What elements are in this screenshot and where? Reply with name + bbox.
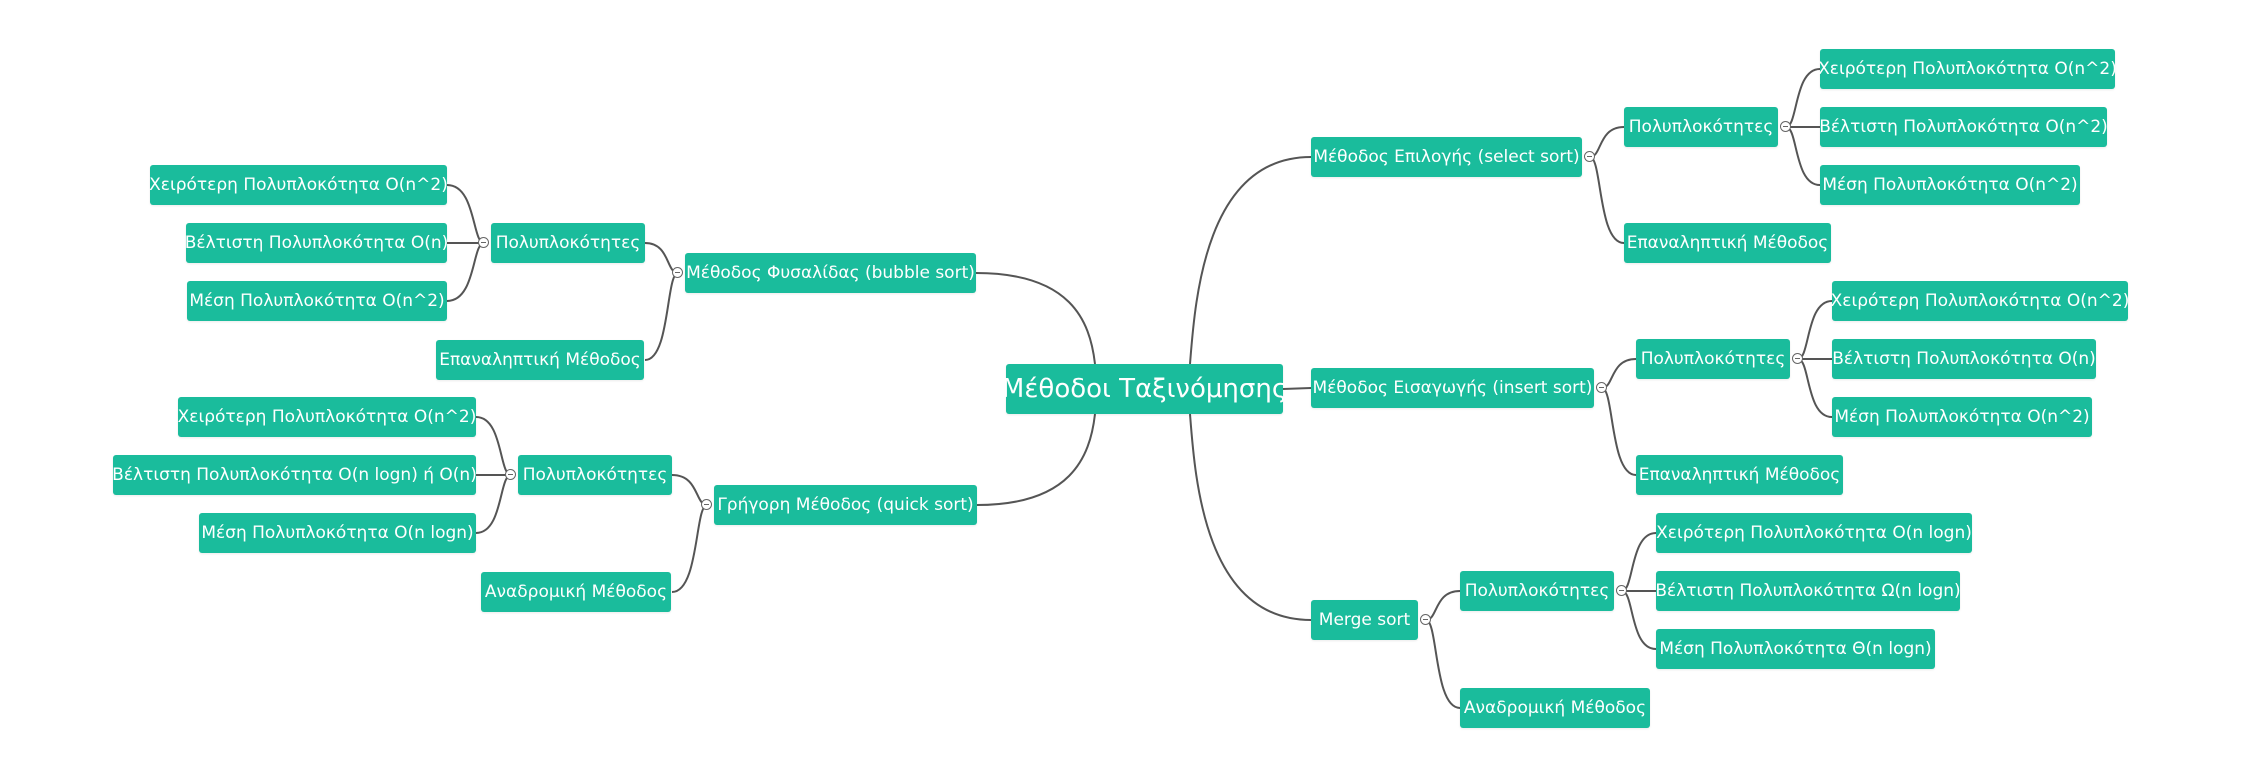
connector-line xyxy=(1601,358,1637,389)
merge-worst-node[interactable]: Χειρότερη Πολυπλοκότητα O(n logn) xyxy=(1656,513,1972,553)
connector-line xyxy=(1189,156,1312,365)
connector-line xyxy=(1601,387,1637,476)
connector-line xyxy=(1282,387,1312,390)
select-best-node[interactable]: Βέλτιστη Πολυπλοκότητα O(n^2) xyxy=(1819,107,2108,147)
insert-worst-node[interactable]: Χειρότερη Πολυπλοκότητα O(n^2) xyxy=(1831,281,2129,321)
insert-method-node[interactable]: Επαναληπτική Μέθοδος xyxy=(1636,455,1843,495)
root-node[interactable]: Μέθοδοι Ταξινόμησης xyxy=(1002,364,1287,414)
collapse-toggle-icon[interactable] xyxy=(1780,121,1791,132)
select-method-node[interactable]: Επαναληπτική Μέθοδος xyxy=(1624,223,1831,263)
connector-line xyxy=(446,184,485,244)
select-complexities-node[interactable]: Πολυπλοκότητες xyxy=(1624,107,1778,147)
connector-line xyxy=(976,413,1096,506)
collapse-toggle-icon[interactable] xyxy=(1584,151,1595,162)
bubble-method-node[interactable]: Επαναληπτική Μέθοδος xyxy=(436,340,644,380)
quick-best-node[interactable]: Βέλτιστη Πολυπλοκότητα O(n logn) ή O(n) xyxy=(112,455,477,495)
bubble-best-node[interactable]: Βέλτιστη Πολυπλοκότητα O(n) xyxy=(185,223,448,263)
connector-line xyxy=(1189,413,1312,621)
merge-avg-node[interactable]: Μέση Πολυπλοκότητα Θ(n logn) xyxy=(1656,629,1935,669)
bubble-avg-node[interactable]: Μέση Πολυπλοκότητα O(n^2) xyxy=(187,281,447,321)
collapse-toggle-icon[interactable] xyxy=(701,499,712,510)
insert-best-node[interactable]: Βέλτιστη Πολυπλοκότητα O(n) xyxy=(1832,339,2096,379)
connector-line xyxy=(1785,126,1821,186)
select-worst-node[interactable]: Χειρότερη Πολυπλοκότητα O(n^2) xyxy=(1818,49,2117,89)
connector-line xyxy=(446,242,485,302)
collapse-toggle-icon[interactable] xyxy=(672,267,683,278)
connector-line xyxy=(1785,68,1821,128)
connector-line xyxy=(975,272,1096,365)
insert-sort-node[interactable]: Μέθοδος Εισαγωγής (insert sort) xyxy=(1311,368,1594,408)
select-sort-node[interactable]: Μέθοδος Επιλογής (select sort) xyxy=(1311,137,1582,177)
collapse-toggle-icon[interactable] xyxy=(1792,353,1803,364)
merge-best-node[interactable]: Βέλτιστη Πολυπλοκότητα Ω(n logn) xyxy=(1655,571,1961,611)
merge-method-node[interactable]: Αναδρομική Μέθοδος xyxy=(1460,688,1650,728)
insert-avg-node[interactable]: Μέση Πολυπλοκότητα O(n^2) xyxy=(1832,397,2092,437)
connector-line xyxy=(1797,358,1833,418)
quick-avg-node[interactable]: Μέση Πολυπλοκότητα O(n logn) xyxy=(199,513,476,553)
bubble-complexities-node[interactable]: Πολυπλοκότητες xyxy=(491,223,645,263)
collapse-toggle-icon[interactable] xyxy=(478,237,489,248)
collapse-toggle-icon[interactable] xyxy=(1420,614,1431,625)
quick-method-node[interactable]: Αναδρομική Μέθοδος xyxy=(481,572,671,612)
connector-line xyxy=(1589,126,1625,158)
insert-complexities-node[interactable]: Πολυπλοκότητες xyxy=(1636,339,1790,379)
select-avg-node[interactable]: Μέση Πολυπλοκότητα O(n^2) xyxy=(1820,165,2080,205)
connector-line xyxy=(1797,300,1833,360)
quick-complexities-node[interactable]: Πολυπλοκότητες xyxy=(518,455,672,495)
connector-line xyxy=(475,416,512,476)
collapse-toggle-icon[interactable] xyxy=(1616,585,1627,596)
merge-sort-node[interactable]: Merge sort xyxy=(1311,600,1418,640)
quick-sort-node[interactable]: Γρήγορη Μέθοδος (quick sort) xyxy=(714,485,977,525)
bubble-sort-node[interactable]: Μέθοδος Φυσαλίδας (bubble sort) xyxy=(685,253,976,293)
quick-worst-node[interactable]: Χειρότερη Πολυπλοκότητα O(n^2) xyxy=(178,397,476,437)
bubble-worst-node[interactable]: Χειρότερη Πολυπλοκότητα O(n^2) xyxy=(149,165,448,205)
connector-line xyxy=(644,272,679,361)
connector-line xyxy=(475,474,512,534)
merge-complexities-node[interactable]: Πολυπλοκότητες xyxy=(1460,571,1614,611)
connector-line xyxy=(1425,590,1461,621)
connector-line xyxy=(1621,532,1657,592)
connector-line xyxy=(1621,590,1657,650)
connector-line xyxy=(671,504,708,593)
connector-line xyxy=(1589,156,1625,244)
collapse-toggle-icon[interactable] xyxy=(505,469,516,480)
connector-line xyxy=(1425,619,1461,709)
collapse-toggle-icon[interactable] xyxy=(1596,382,1607,393)
